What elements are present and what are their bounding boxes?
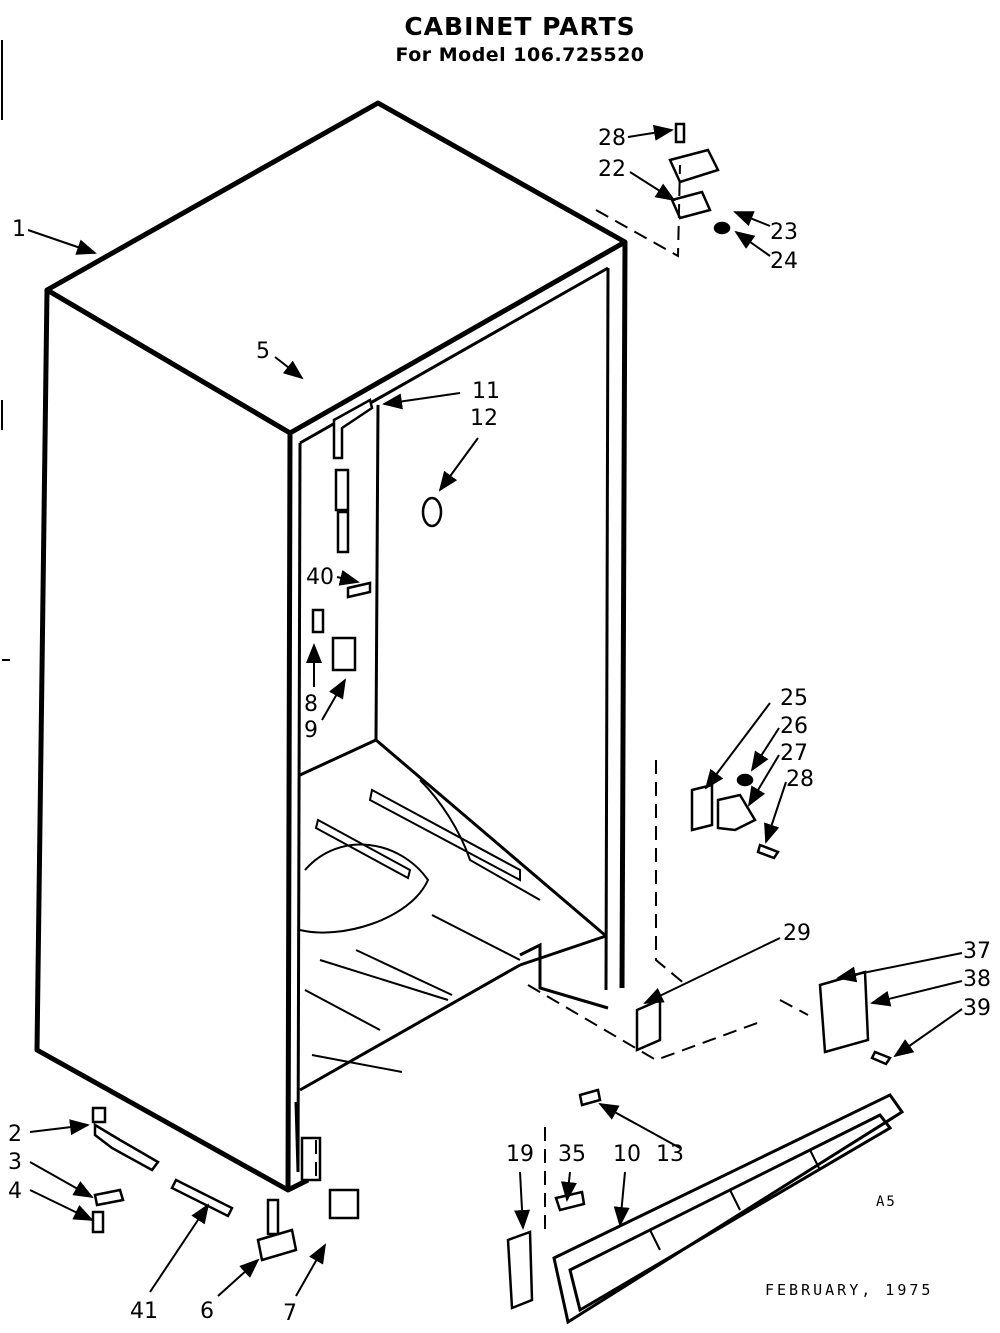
callout-2: 2 <box>8 1122 22 1147</box>
diagram-date: FEBRUARY, 1975 <box>765 1281 934 1299</box>
callout-23: 23 <box>770 220 798 245</box>
callout-13: 13 <box>656 1142 684 1167</box>
callout-38: 38 <box>963 967 991 992</box>
callout-39: 39 <box>963 996 991 1021</box>
callout-7: 7 <box>283 1301 297 1326</box>
callout-41: 41 <box>130 1299 158 1324</box>
diagram-code-mark: A5 <box>876 1194 897 1210</box>
callout-9: 9 <box>304 718 318 743</box>
callout-10: 10 <box>613 1142 641 1167</box>
cabinet-body <box>34 100 628 1193</box>
cabinet-front-frame <box>294 266 610 1173</box>
margin-marks <box>1 40 10 661</box>
callout-11: 11 <box>472 379 500 404</box>
diagram-subtitle: For Model 106.725520 <box>395 44 645 66</box>
callout-8: 8 <box>304 692 318 717</box>
callout-28-top: 28 <box>598 126 626 151</box>
callout-3: 3 <box>8 1150 22 1175</box>
callout-25: 25 <box>780 686 808 711</box>
callout-5: 5 <box>256 339 270 364</box>
mounting-dashed-lines <box>315 164 809 1235</box>
callout-28-mid: 28 <box>786 767 814 792</box>
callout-leaders <box>27 124 963 1297</box>
diagram-title: CABINET PARTS <box>404 12 636 41</box>
callout-27: 27 <box>780 741 808 766</box>
callout-1: 1 <box>12 217 26 242</box>
callout-22: 22 <box>598 157 626 182</box>
callout-numbers: 1 2 3 4 5 6 7 8 9 10 11 12 13 19 22 23 2… <box>8 126 991 1326</box>
callout-6: 6 <box>200 1299 214 1324</box>
callout-4: 4 <box>8 1179 22 1204</box>
callout-40: 40 <box>306 565 334 590</box>
callout-29: 29 <box>783 921 811 946</box>
callout-12: 12 <box>470 406 498 431</box>
callout-24: 24 <box>770 249 798 274</box>
callout-26: 26 <box>780 714 808 739</box>
callout-19: 19 <box>506 1142 534 1167</box>
callout-35: 35 <box>558 1142 586 1167</box>
callout-37: 37 <box>963 939 991 964</box>
grille-kickplate <box>552 1093 905 1325</box>
cabinet-floor-details <box>299 779 541 1073</box>
